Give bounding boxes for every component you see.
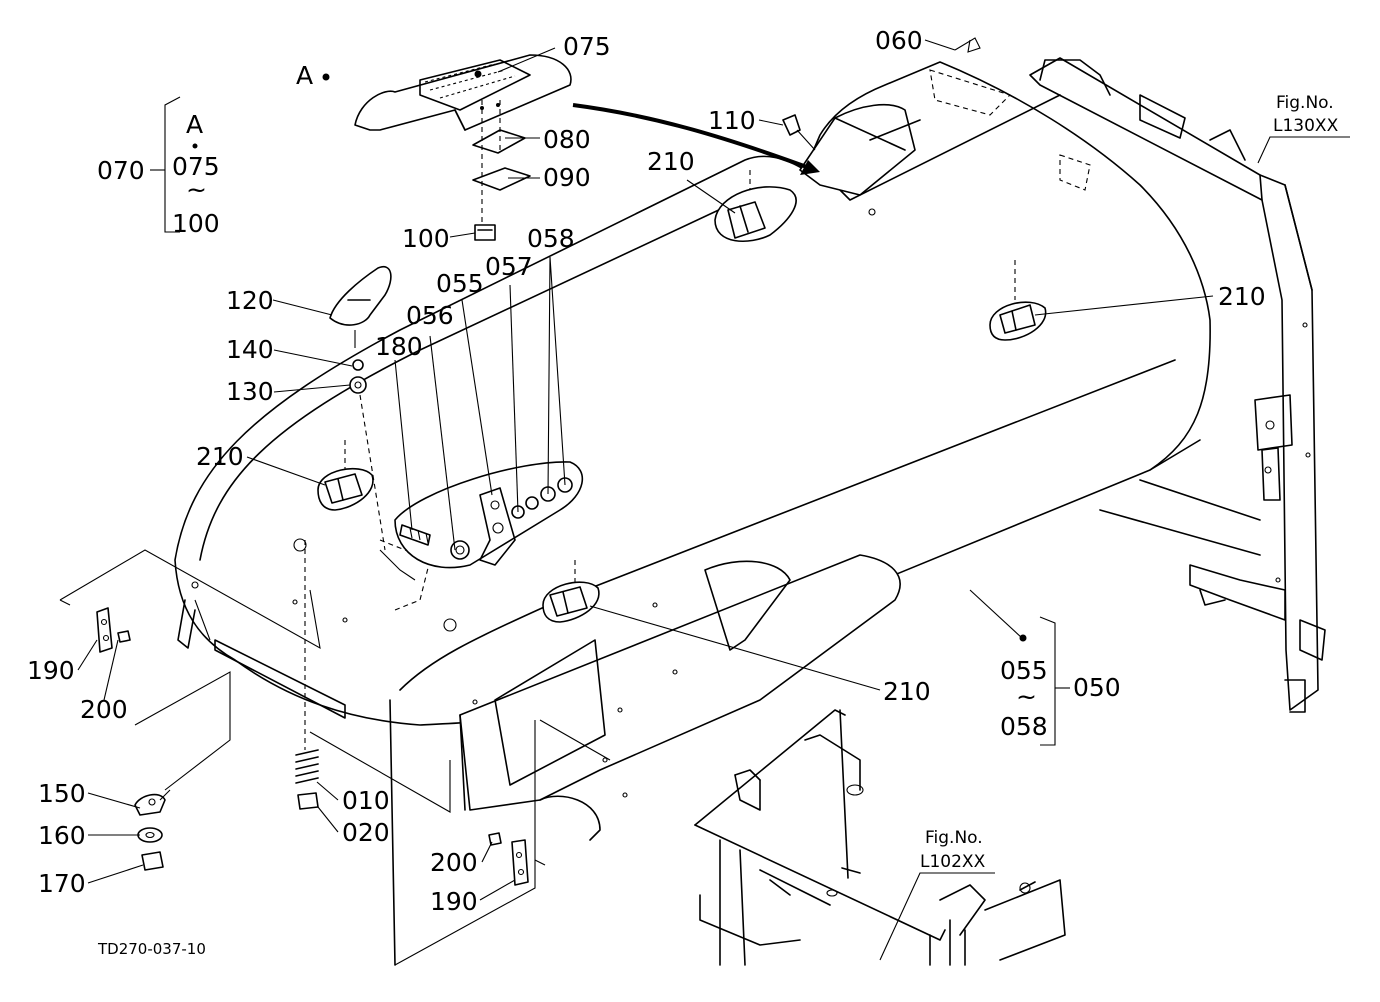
label-055: 055 xyxy=(436,269,484,298)
label-020: 020 xyxy=(342,818,390,847)
ref-dot-a-cover xyxy=(474,70,482,78)
label-058: 058 xyxy=(527,224,575,253)
ref-dot-050 xyxy=(1019,634,1027,642)
label-058-group: 058 xyxy=(1000,712,1048,741)
leader-lines xyxy=(59,39,1350,966)
rubber-cushion-bottom xyxy=(542,581,600,623)
arrowhead xyxy=(800,160,820,175)
label-170: 170 xyxy=(38,869,86,898)
label-210-bottom: 210 xyxy=(883,677,931,706)
fig-ref-top-line1: Fig.No. xyxy=(1276,93,1334,113)
ref-dot-a xyxy=(322,73,330,81)
label-180: 180 xyxy=(375,332,423,361)
label-050: 050 xyxy=(1073,673,1121,702)
reference-arrow xyxy=(572,103,816,172)
label-160: 160 xyxy=(38,821,86,850)
label-057: 057 xyxy=(485,252,533,281)
access-cover xyxy=(354,54,572,241)
wire-tag xyxy=(954,37,981,53)
fig-ref-top-line2: L130XX xyxy=(1273,116,1339,136)
label-200-bottom: 200 xyxy=(430,848,478,877)
rubber-cushion-right xyxy=(989,301,1047,341)
label-080: 080 xyxy=(543,125,591,154)
part-labels: 075 A 060 110 080 090 210 070 A 075 ~ 10… xyxy=(27,26,1339,958)
label-a-group: A xyxy=(186,110,203,139)
label-a-top: A xyxy=(296,61,313,90)
label-075-group: 075 xyxy=(172,152,220,181)
screw-110 xyxy=(782,114,816,151)
rear-frame xyxy=(1029,57,1326,713)
bracket-bottom xyxy=(488,832,529,886)
label-075: 075 xyxy=(563,32,611,61)
label-060: 060 xyxy=(875,26,923,55)
rubber-cushion-top xyxy=(714,186,797,243)
tilde-070: ~ xyxy=(186,175,207,204)
label-130: 130 xyxy=(226,377,274,406)
latch-plate-assembly xyxy=(394,461,584,569)
lower-frame xyxy=(694,709,1066,966)
tilde-050: ~ xyxy=(1016,682,1037,711)
label-190-bottom: 190 xyxy=(430,887,478,916)
label-100-group: 100 xyxy=(172,209,220,238)
label-070: 070 xyxy=(97,156,145,185)
label-210-left: 210 xyxy=(196,442,244,471)
bracket-left xyxy=(96,607,131,653)
label-056: 056 xyxy=(406,301,454,330)
hood-body xyxy=(174,61,1211,966)
label-055-group: 055 xyxy=(1000,656,1048,685)
fig-ref-bottom-line1: Fig.No. xyxy=(925,828,983,848)
lock-parts xyxy=(134,789,171,871)
label-010: 010 xyxy=(342,786,390,815)
fig-ref-bottom-line2: L102XX xyxy=(920,852,986,872)
label-200-left: 200 xyxy=(80,695,128,724)
rubber-cushion-left xyxy=(317,467,374,511)
group-dot-070 xyxy=(192,143,198,149)
label-150: 150 xyxy=(38,779,86,808)
label-110: 110 xyxy=(708,106,756,135)
label-120: 120 xyxy=(226,286,274,315)
hood-handle xyxy=(329,265,416,581)
label-090: 090 xyxy=(543,163,591,192)
drawing-code: TD270-037-10 xyxy=(97,940,206,958)
label-210-top: 210 xyxy=(647,147,695,176)
label-100: 100 xyxy=(402,224,450,253)
label-210-right: 210 xyxy=(1218,282,1266,311)
label-140: 140 xyxy=(226,335,274,364)
label-190-left: 190 xyxy=(27,656,75,685)
